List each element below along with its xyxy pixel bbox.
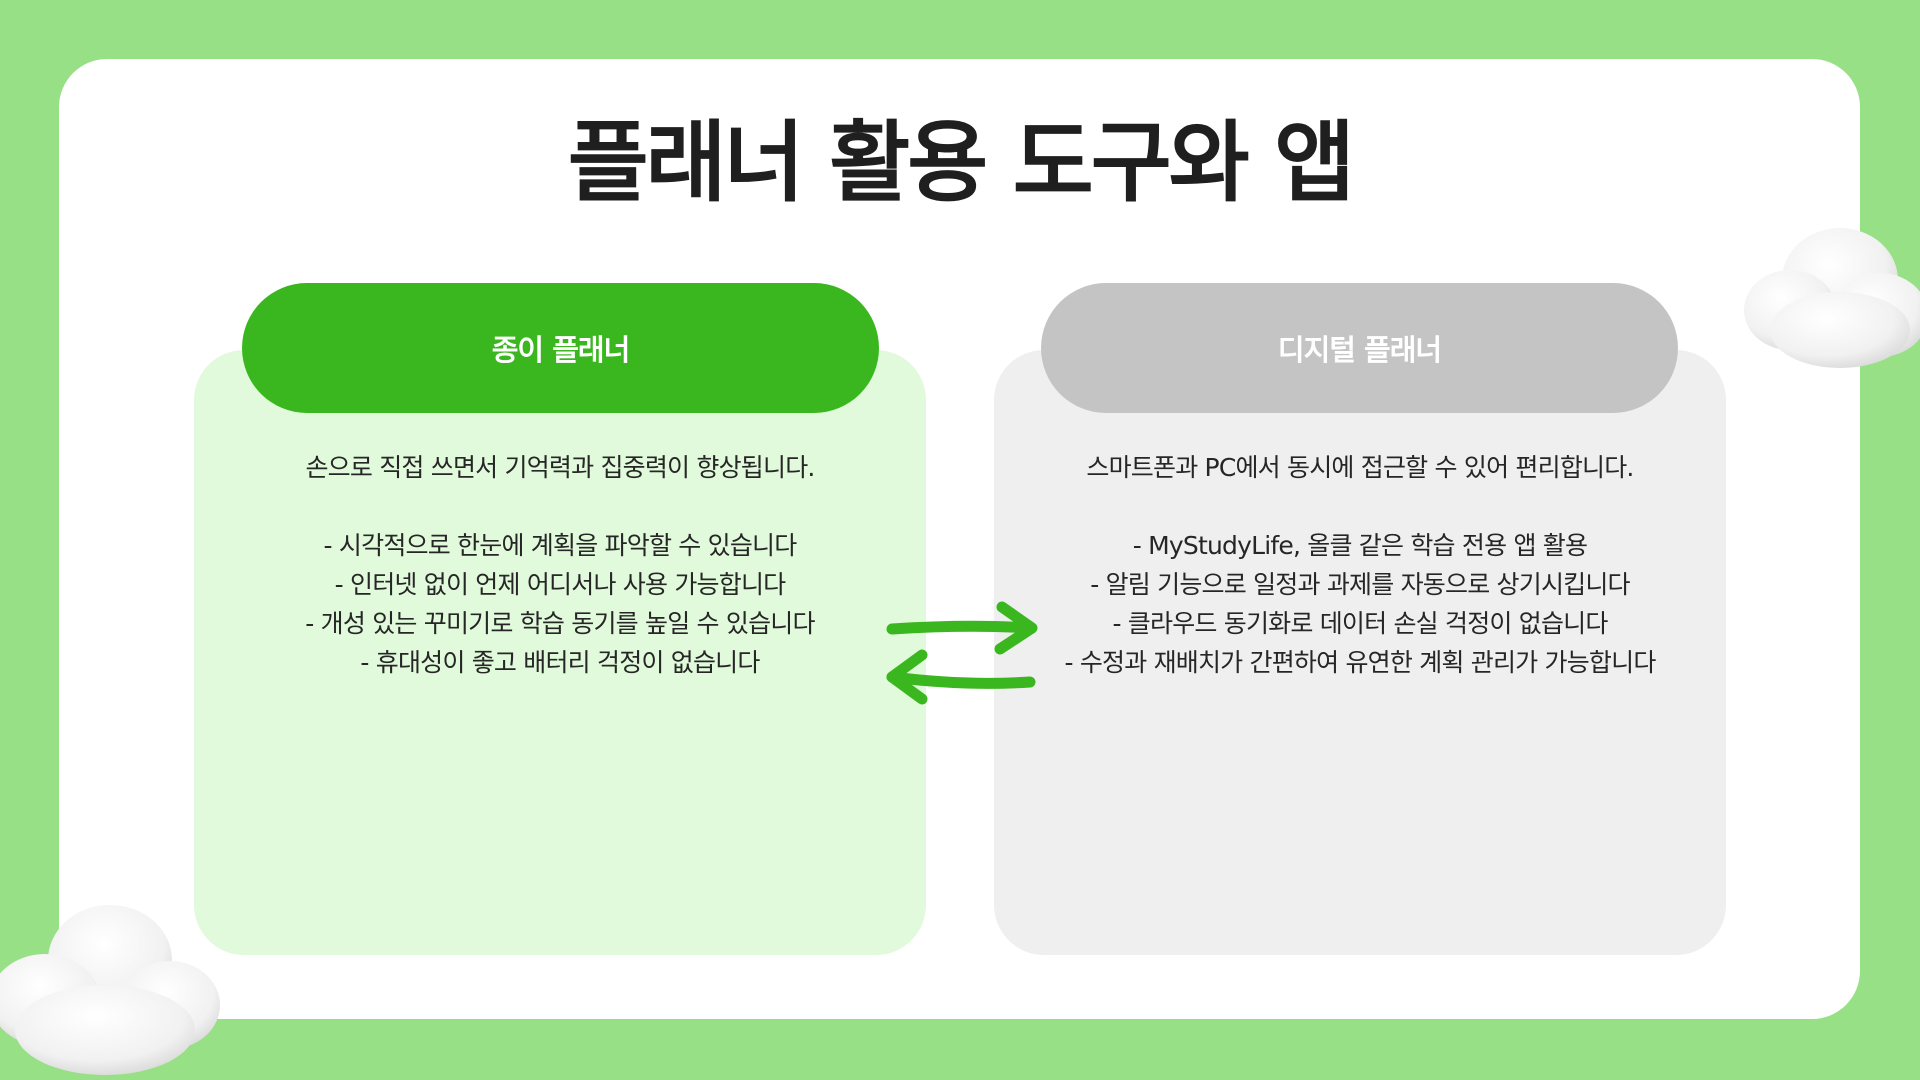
- digital-planner-point: - 알림 기능으로 일정과 과제를 자동으로 상기시킵니다: [1090, 570, 1630, 599]
- exchange-arrows-icon: [886, 601, 1038, 705]
- paper-planner-point: - 개성 있는 꾸미기로 학습 동기를 높일 수 있습니다: [305, 609, 815, 638]
- paper-planner-point: - 시각적으로 한눈에 계획을 파악할 수 있습니다: [323, 531, 798, 560]
- paper-planner-point: - 인터넷 없이 언제 어디서나 사용 가능합니다: [334, 570, 787, 599]
- paper-planner-intro: 손으로 직접 쓰면서 기억력과 집중력이 향상됩니다.: [305, 453, 815, 482]
- cloud-icon: [1744, 228, 1920, 368]
- digital-planner-intro: 스마트폰과 PC에서 동시에 접근할 수 있어 편리합니다.: [1086, 453, 1634, 482]
- cloud-icon: [0, 905, 220, 1075]
- digital-planner-point: - MyStudyLife, 올클 같은 학습 전용 앱 활용: [1132, 531, 1588, 560]
- page-title: 플래너 활용 도구와 앱: [567, 111, 1356, 214]
- digital-planner-point: - 수정과 재배치가 간편하여 유연한 계획 관리가 가능합니다: [1064, 648, 1656, 677]
- digital-planner-point: - 클라우드 동기화로 데이터 손실 걱정이 없습니다: [1112, 609, 1608, 638]
- paper-planner-card: [194, 350, 926, 955]
- digital-planner-header: 디지털 플래너: [1041, 283, 1678, 413]
- paper-planner-header: 종이 플래너: [242, 283, 879, 413]
- paper-planner-point: - 휴대성이 좋고 배터리 걱정이 없습니다: [360, 648, 760, 677]
- paper-planner-text: 손으로 직접 쓰면서 기억력과 집중력이 향상됩니다. - 시각적으로 한눈에 …: [194, 448, 926, 682]
- digital-planner-card: [994, 350, 1726, 955]
- digital-planner-text: 스마트폰과 PC에서 동시에 접근할 수 있어 편리합니다. - MyStudy…: [994, 448, 1726, 682]
